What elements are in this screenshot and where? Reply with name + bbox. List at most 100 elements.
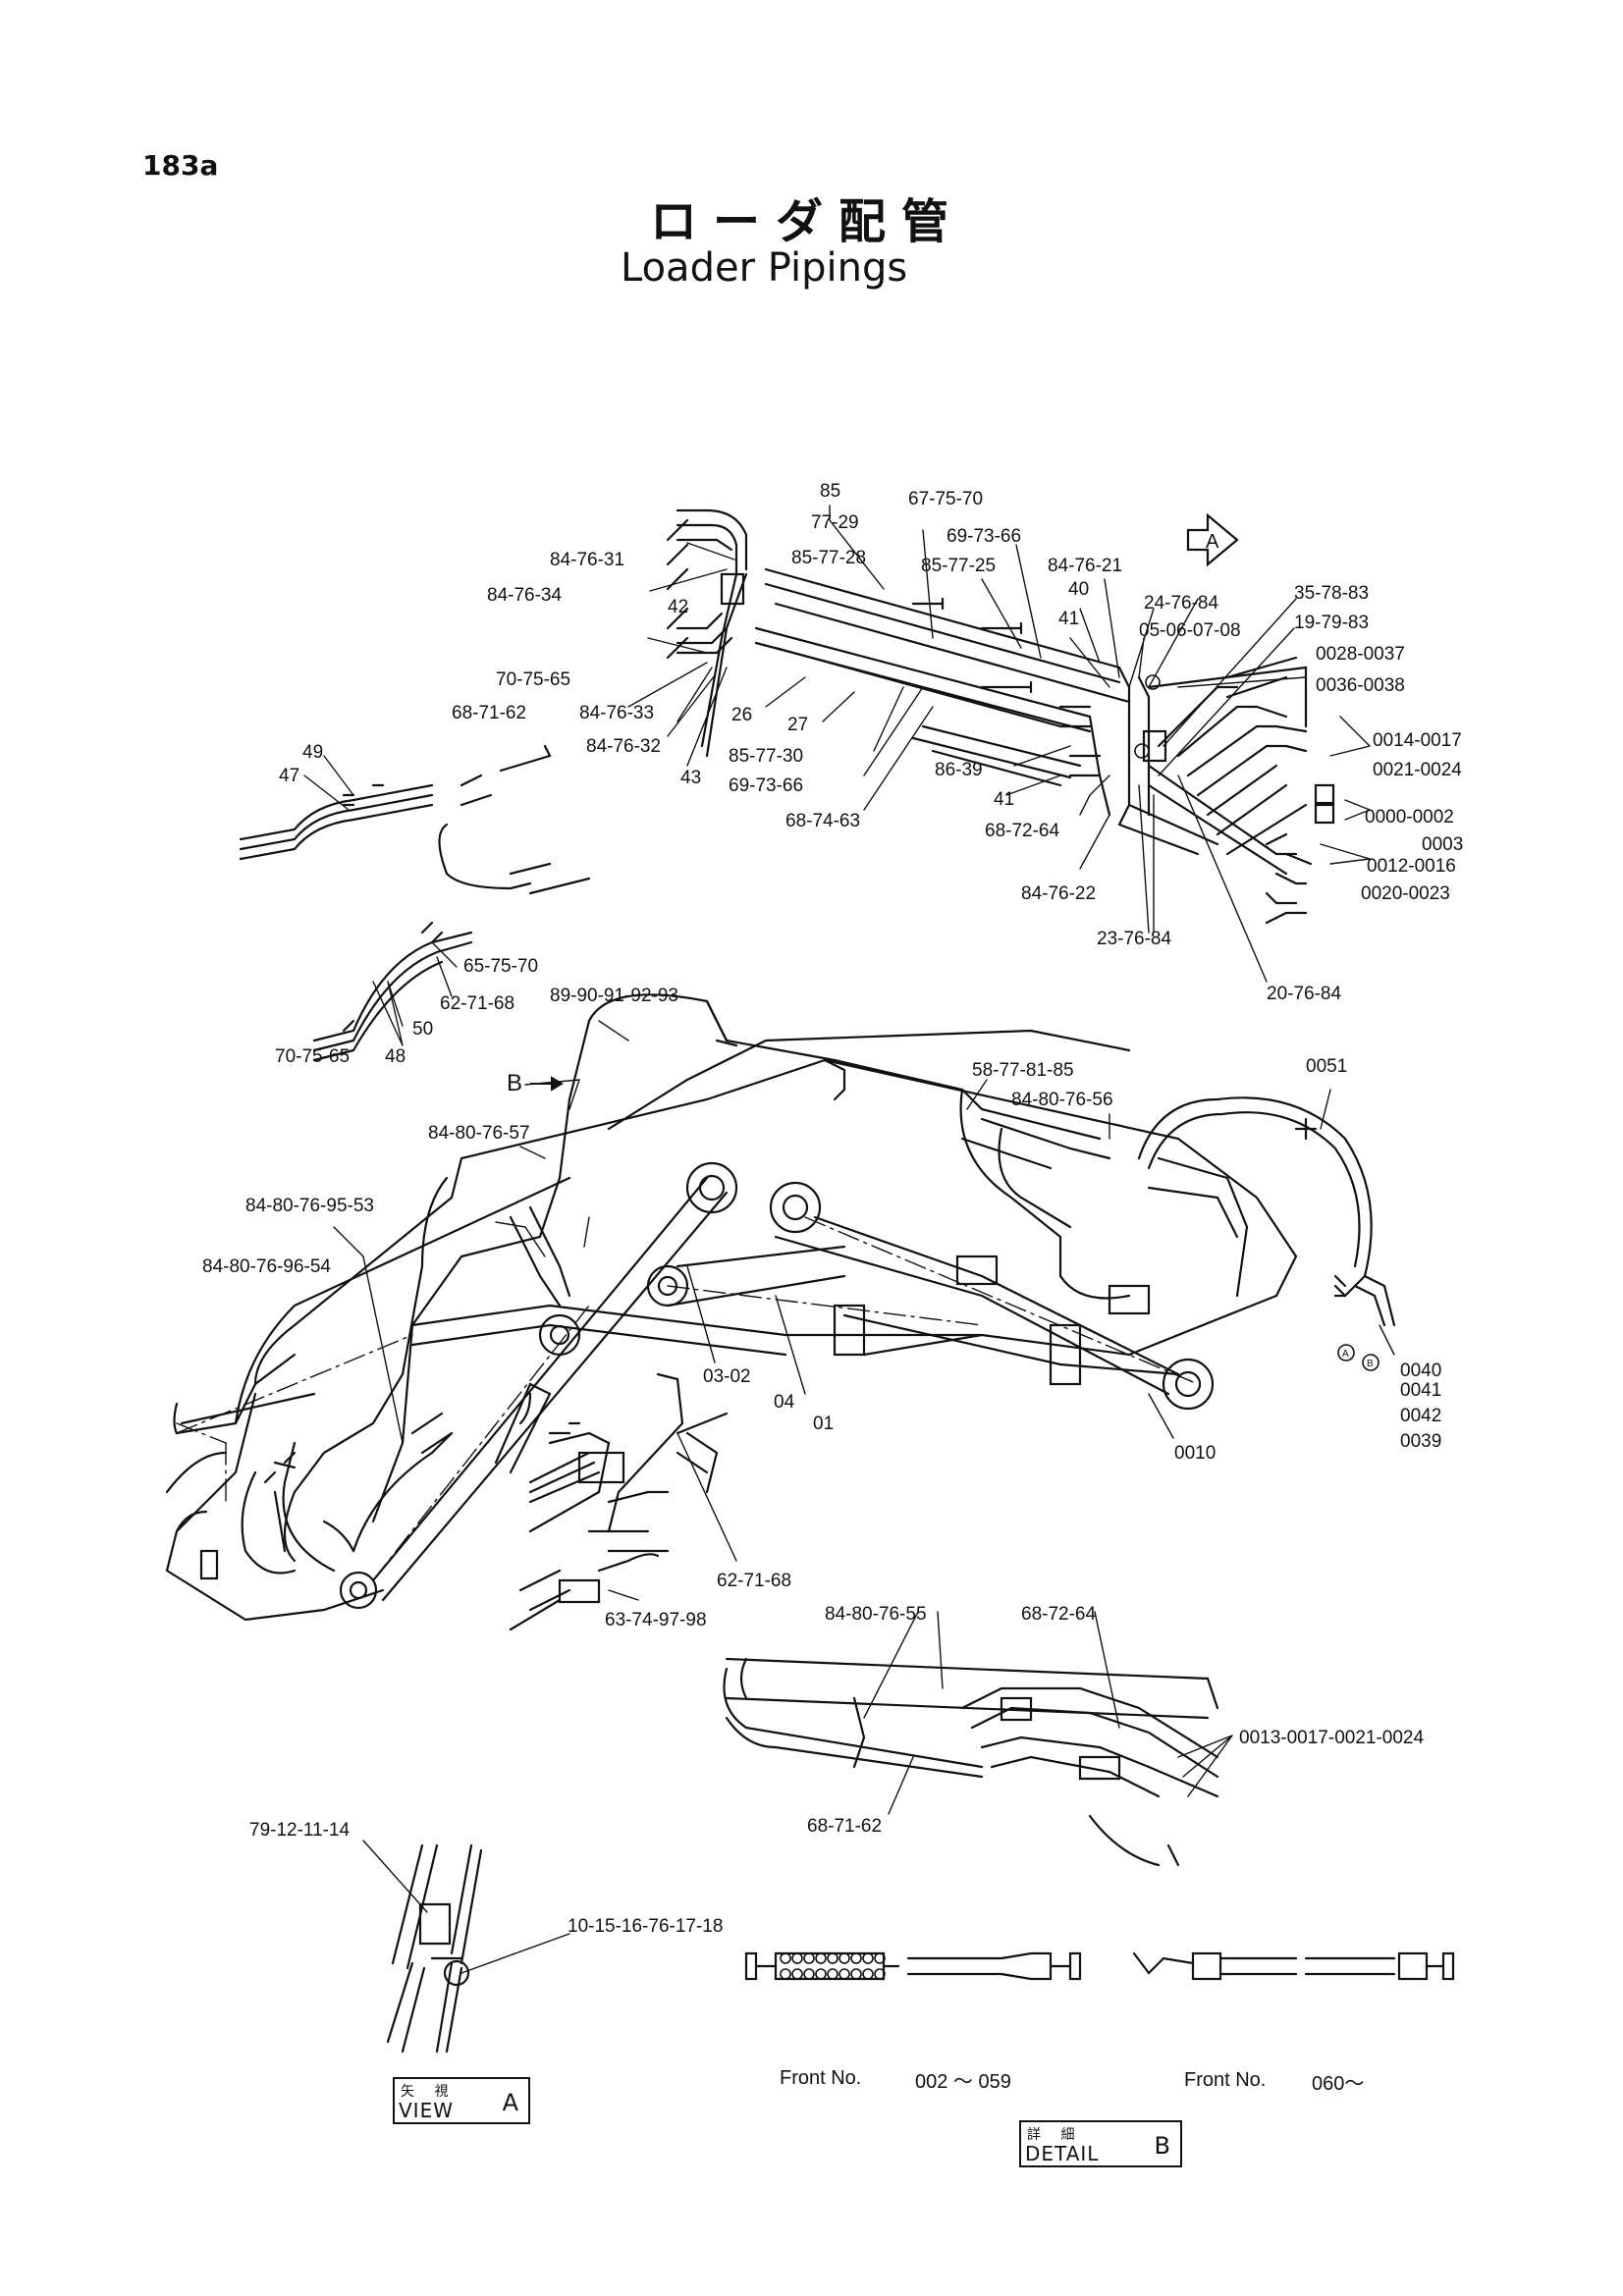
- detail-b-fittings: [744, 1951, 1455, 1981]
- label-27: 27: [787, 715, 809, 735]
- label-62-71-68-mid: 62-71-68: [717, 1571, 792, 1591]
- top-pipe-bundle: [666, 508, 1335, 925]
- label-05-06-07-08: 05-06-07-08: [1139, 620, 1241, 641]
- label-26: 26: [731, 705, 753, 725]
- left-detail: [239, 744, 591, 1062]
- label-79-12-11-14: 79-12-11-14: [249, 1820, 351, 1841]
- label-84-80-76-56: 84-80-76-56: [1011, 1090, 1113, 1110]
- label-0000-0002: 0000-0002: [1365, 807, 1454, 828]
- label-84-80-76-95-53: 84-80-76-95-53: [245, 1196, 374, 1216]
- label-35-78-83: 35-78-83: [1294, 583, 1370, 604]
- label-84-76-31: 84-76-31: [550, 550, 625, 570]
- label-70-75-65: 70-75-65: [496, 669, 571, 690]
- label-85-77-30: 85-77-30: [729, 746, 804, 767]
- view-a-box: 矢 視 VIEW A: [393, 2077, 530, 2124]
- label-84-80-76-57: 84-80-76-57: [428, 1123, 530, 1144]
- view-a-box-jp: 矢 視: [401, 2084, 457, 2100]
- label-0003: 0003: [1422, 834, 1464, 855]
- front-no-right-range: 060～: [1312, 2073, 1365, 2095]
- label-84-76-33: 84-76-33: [579, 703, 655, 723]
- label-84-76-21: 84-76-21: [1048, 556, 1123, 576]
- detail-b-box-letter: B: [1154, 2132, 1170, 2160]
- label-view-b-marker: B: [507, 1070, 523, 1096]
- view-a-detail: [386, 1843, 483, 2054]
- label-0036-0038: 0036-0038: [1316, 675, 1405, 696]
- label-67-75-70: 67-75-70: [908, 489, 984, 509]
- page-number: 183a: [142, 149, 219, 182]
- label-69-73-66: 69-73-66: [947, 526, 1022, 547]
- label-0013-0017-0021-0024: 0013-0017-0021-0024: [1239, 1728, 1425, 1748]
- label-0051: 0051: [1306, 1056, 1348, 1077]
- label-41-bottom: 41: [994, 789, 1015, 810]
- lower-detail: [723, 1657, 1219, 1867]
- label-41-top: 41: [1058, 609, 1080, 629]
- front-no-left-range: 002 ～ 059: [915, 2071, 1011, 2093]
- label-68-74-63: 68-74-63: [785, 811, 861, 831]
- label-68-71-62: 68-71-62: [452, 703, 527, 723]
- label-84-80-76-96-54: 84-80-76-96-54: [202, 1256, 331, 1277]
- view-a-box-view: VIEW: [399, 2099, 454, 2122]
- label-47: 47: [279, 766, 300, 786]
- label-70-75-65-left: 70-75-65: [275, 1046, 351, 1067]
- title-english: Loader Pipings: [621, 245, 908, 291]
- detail-b-box: 詳 細 DETAIL B: [1019, 2120, 1182, 2167]
- mid-detail: [509, 1372, 729, 1631]
- label-50: 50: [412, 1019, 434, 1040]
- label-84-76-32: 84-76-32: [586, 736, 662, 757]
- label-20-76-84: 20-76-84: [1267, 984, 1342, 1004]
- label-86-39: 86-39: [935, 760, 983, 780]
- label-77-29: 77-29: [811, 512, 859, 533]
- label-0040: 0040: [1400, 1361, 1442, 1381]
- label-48: 48: [385, 1046, 406, 1067]
- label-10-15-16-76-17-18: 10-15-16-76-17-18: [568, 1916, 724, 1937]
- title-japanese: ローダ配管: [650, 194, 965, 249]
- label-0014-0017: 0014-0017: [1373, 730, 1462, 751]
- label-69-73-66-b: 69-73-66: [729, 775, 804, 796]
- label-0041: 0041: [1400, 1380, 1442, 1401]
- label-65-75-70: 65-75-70: [463, 956, 539, 977]
- view-a-arrow-label: A: [1206, 531, 1219, 553]
- label-68-71-62-lower: 68-71-62: [807, 1816, 883, 1837]
- label-40: 40: [1068, 579, 1090, 600]
- label-84-76-34: 84-76-34: [487, 585, 563, 606]
- circle-b-text: B: [1367, 1359, 1374, 1369]
- label-43: 43: [680, 768, 702, 788]
- view-a-arrow: [1186, 512, 1239, 567]
- label-0012-0016: 0012-0016: [1367, 856, 1456, 877]
- label-03-02: 03-02: [703, 1366, 751, 1387]
- label-0042: 0042: [1400, 1406, 1442, 1426]
- label-0039: 0039: [1400, 1431, 1442, 1452]
- label-84-76-22: 84-76-22: [1021, 883, 1097, 904]
- label-42: 42: [668, 597, 689, 617]
- circle-a-text: A: [1342, 1349, 1349, 1360]
- label-49: 49: [302, 742, 324, 763]
- front-no-right-label: Front No.: [1184, 2069, 1267, 2091]
- label-19-79-83: 19-79-83: [1294, 613, 1370, 633]
- label-85-77-28: 85-77-28: [791, 548, 867, 568]
- label-0010: 0010: [1174, 1443, 1217, 1464]
- bucket-detail: [165, 1353, 316, 1494]
- label-84-80-76-55: 84-80-76-55: [825, 1604, 927, 1625]
- arrow-b-icon: [530, 1076, 564, 1092]
- detail-b-coil: [780, 1952, 886, 1980]
- label-24-76-84: 24-76-84: [1144, 593, 1219, 614]
- label-68-72-64-top: 68-72-64: [985, 821, 1060, 841]
- detail-b-box-jp: 詳 細: [1027, 2127, 1083, 2143]
- label-01: 01: [813, 1414, 835, 1434]
- label-0020-0023: 0020-0023: [1361, 883, 1450, 904]
- label-04: 04: [774, 1392, 795, 1413]
- label-0028-0037: 0028-0037: [1316, 644, 1405, 665]
- main-boom: [165, 993, 1396, 1622]
- front-no-left-label: Front No.: [780, 2067, 862, 2089]
- label-58-77-81-85: 58-77-81-85: [972, 1060, 1074, 1081]
- view-a-box-letter: A: [502, 2089, 518, 2116]
- label-68-72-64-lower: 68-72-64: [1021, 1604, 1097, 1625]
- label-63-74-97-98: 63-74-97-98: [605, 1610, 707, 1630]
- label-85-77-25: 85-77-25: [921, 556, 997, 576]
- detail-b-box-detail: DETAIL: [1025, 2142, 1100, 2165]
- label-0021-0024: 0021-0024: [1373, 760, 1462, 780]
- label-62-71-68-left: 62-71-68: [440, 993, 515, 1014]
- label-89-90-91-92-93: 89-90-91-92-93: [550, 986, 678, 1006]
- label-85: 85: [820, 481, 841, 502]
